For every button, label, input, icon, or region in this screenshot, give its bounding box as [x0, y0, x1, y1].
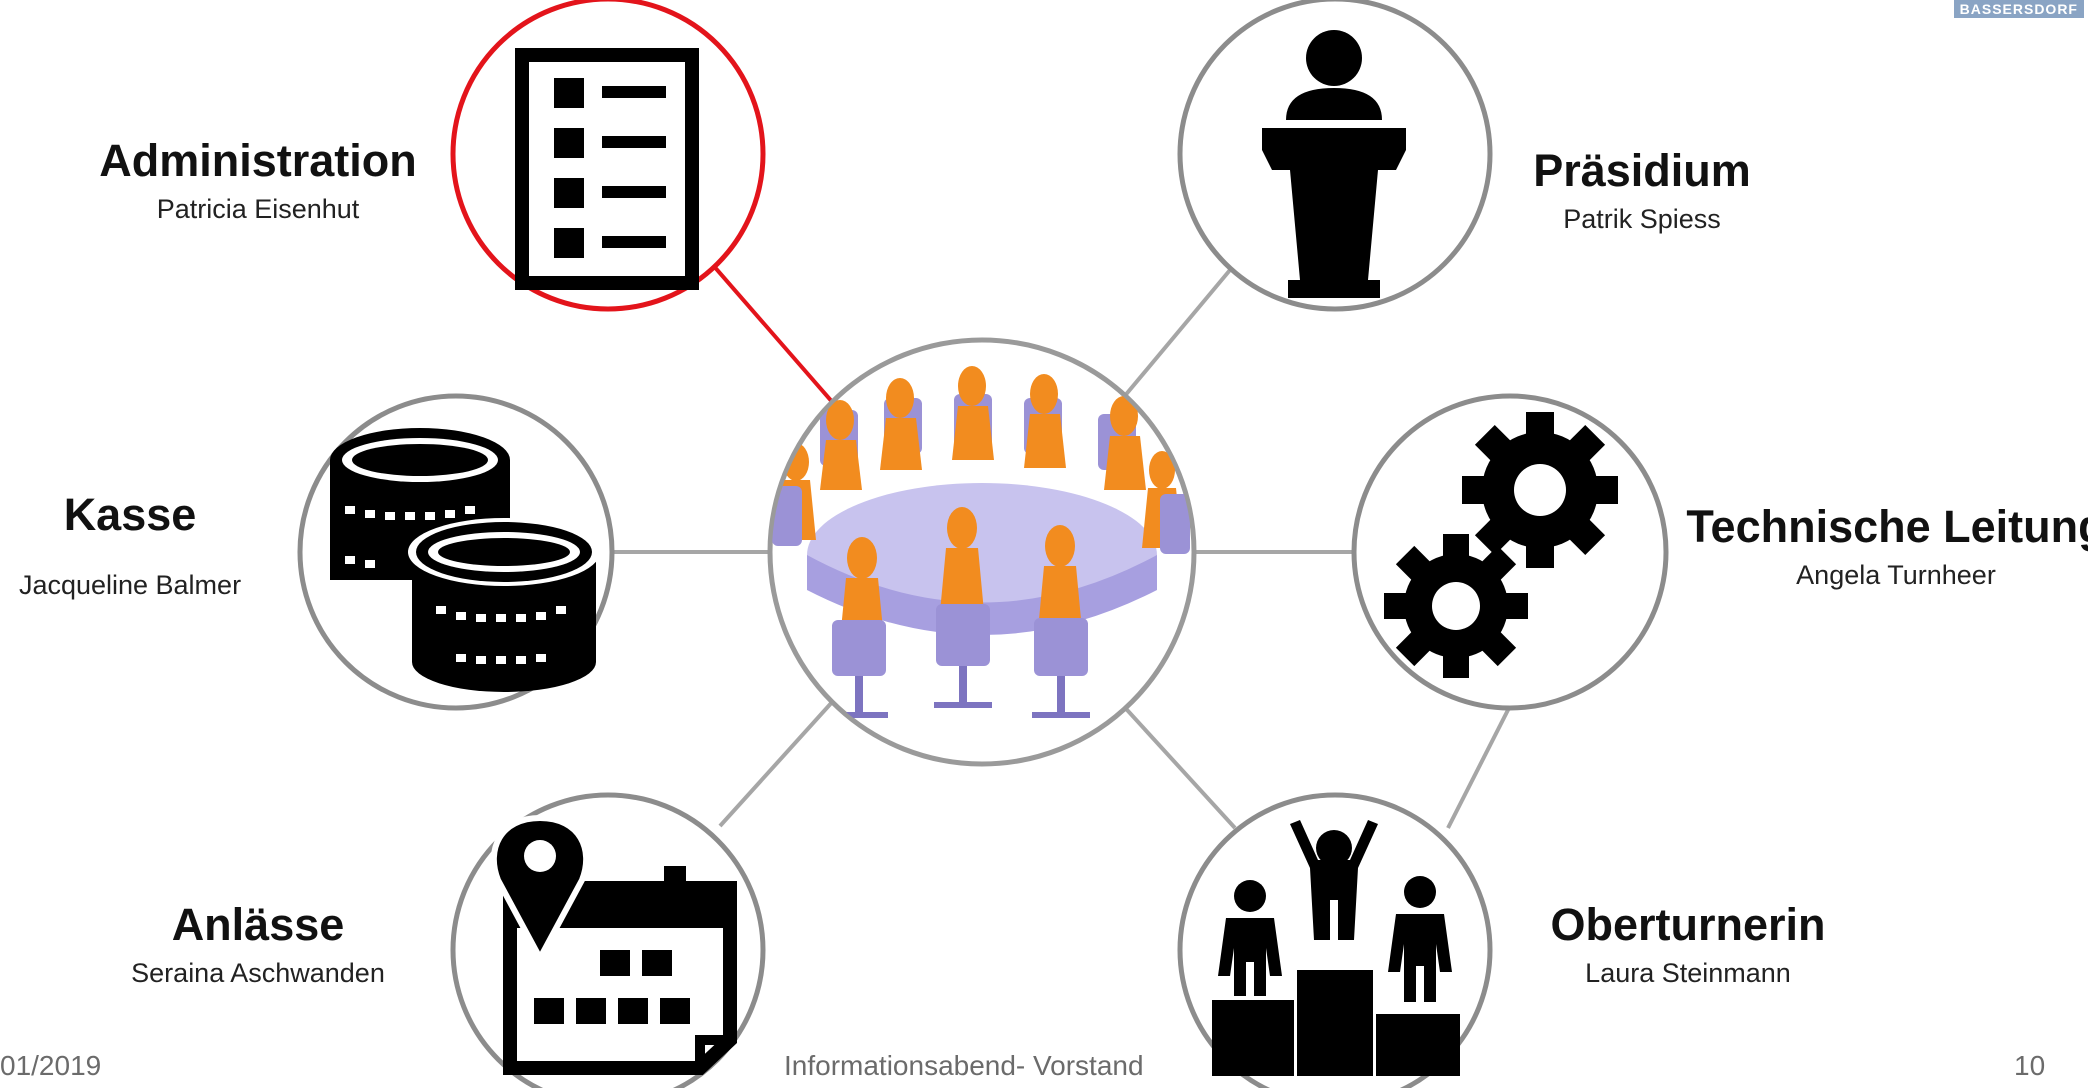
- anlaesse-node[interactable]: [450, 792, 766, 1088]
- role-person: Patrik Spiess: [1563, 203, 1721, 234]
- role-title: Anlässe: [171, 899, 345, 950]
- role-title: Kasse: [63, 489, 197, 540]
- winners-podium-icon: [1212, 820, 1460, 1076]
- checklist-icon: [515, 48, 699, 290]
- technische-leitung-node[interactable]: [1351, 393, 1669, 711]
- connector-oberturnerin: [1116, 698, 1237, 830]
- role-title: Oberturnerin: [1550, 899, 1826, 950]
- connectors: [614, 262, 1512, 830]
- kasse-node[interactable]: [297, 393, 615, 711]
- role-title: Präsidium: [1533, 145, 1751, 196]
- role-person: Seraina Aschwanden: [131, 957, 385, 988]
- coin-stacks-icon: [330, 428, 600, 692]
- connector-administration: [710, 262, 836, 406]
- role-technische-leitung: Technische Leitung Angela Turnheer: [1686, 502, 2088, 591]
- praesidium-node[interactable]: [1177, 0, 1493, 312]
- connector-anlaesse: [718, 698, 836, 828]
- role-person: Laura Steinmann: [1585, 957, 1791, 988]
- meeting-table-icon: [772, 366, 1190, 718]
- oberturnerin-node[interactable]: [1177, 792, 1493, 1088]
- gears-icon: [1384, 412, 1618, 678]
- brand-logo: BASSERSDORF: [1953, 0, 2084, 18]
- role-title: Technische Leitung: [1686, 501, 2088, 552]
- connector-technik-oberturnerin: [1446, 705, 1512, 829]
- role-oberturnerin: Oberturnerin Laura Steinmann: [1550, 900, 1825, 989]
- administration-node[interactable]: [450, 0, 766, 312]
- footer-title: Informationsabend- Vorstand: [784, 1050, 1144, 1081]
- calendar-location-icon: [490, 814, 737, 1075]
- footer-date: 01/2019: [0, 1050, 102, 1081]
- role-praesidium: Präsidium Patrik Spiess: [1533, 146, 1751, 235]
- page-number: 10: [2014, 1050, 2046, 1081]
- role-anlaesse: Anlässe Seraina Aschwanden: [131, 900, 385, 989]
- role-administration: Administration Patricia Eisenhut: [99, 136, 417, 225]
- connector-praesidium: [1116, 268, 1232, 406]
- role-title: Administration: [99, 135, 417, 186]
- role-person: Jacqueline Balmer: [18, 569, 242, 600]
- center-meeting-node[interactable]: [767, 337, 1197, 767]
- role-kasse: Kasse Jacqueline Balmer: [19, 490, 241, 601]
- role-person: Angela Turnheer: [1796, 559, 1996, 590]
- role-person: Patricia Eisenhut: [156, 193, 360, 224]
- podium-speaker-icon: [1262, 30, 1406, 298]
